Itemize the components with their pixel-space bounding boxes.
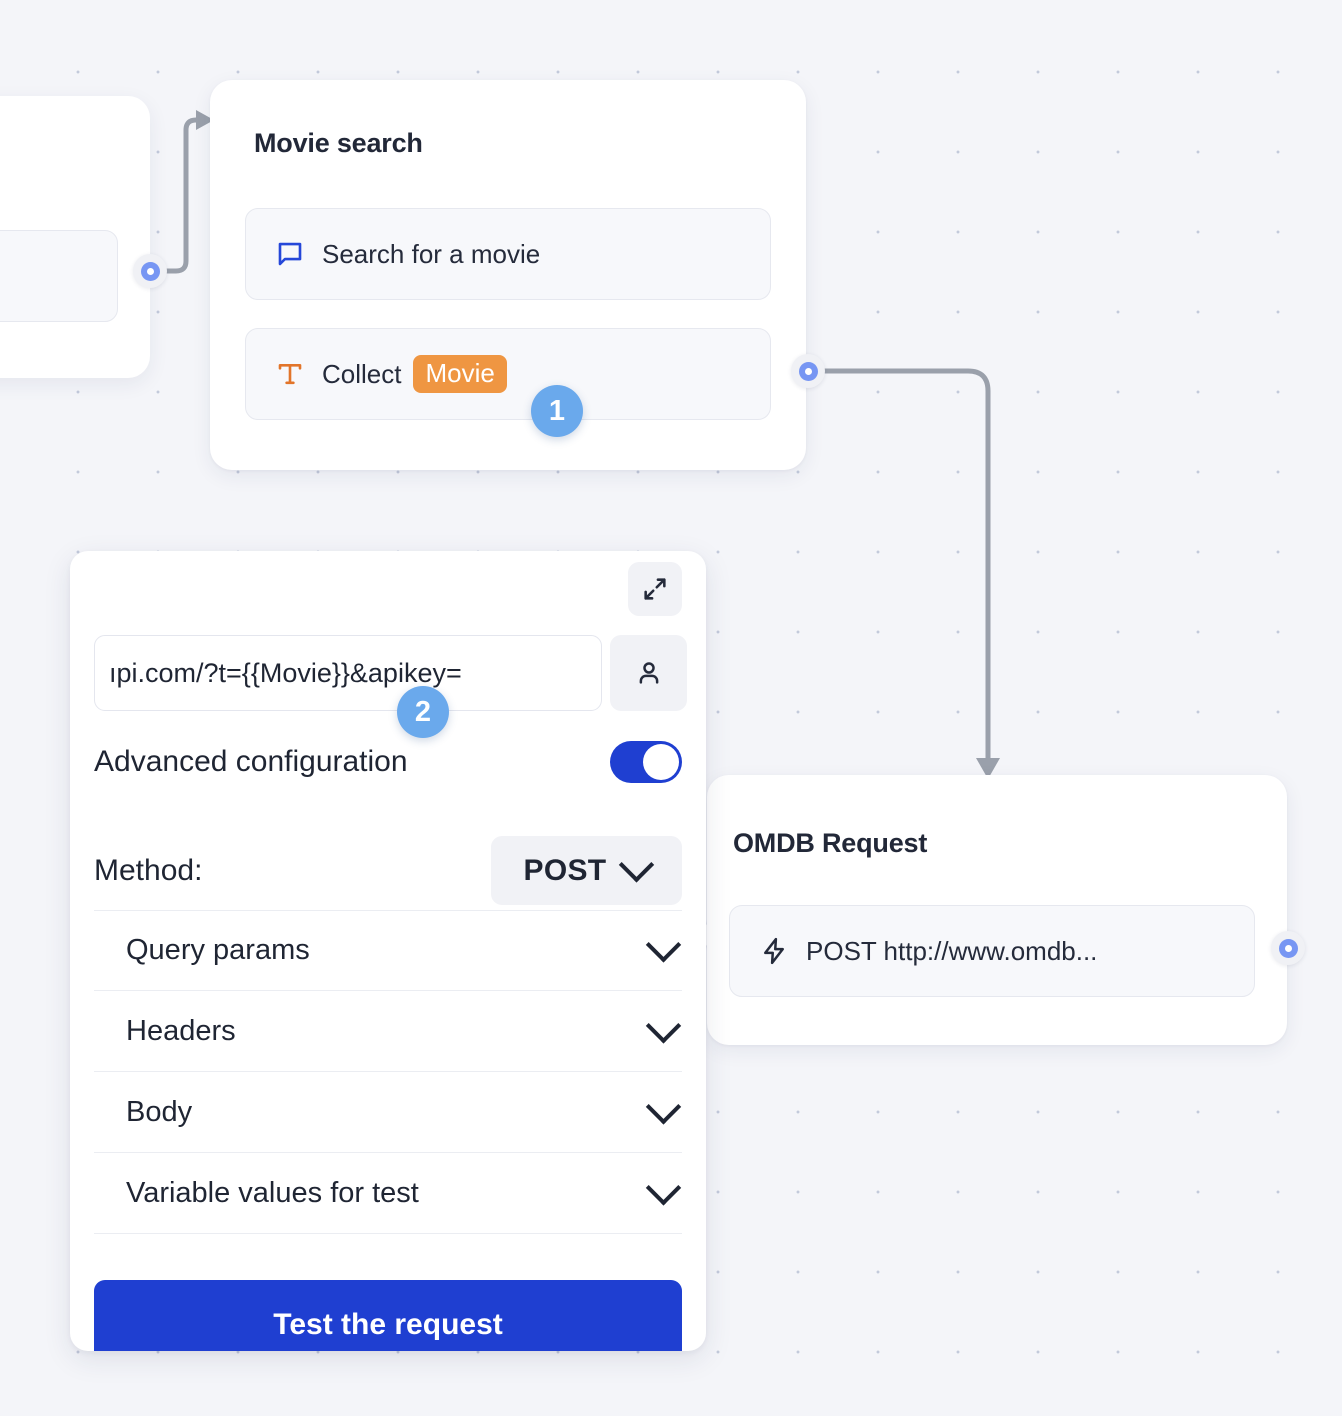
port-output-omdb-request[interactable] — [1271, 931, 1305, 965]
section-label: Headers — [126, 1014, 236, 1047]
partial-node-row[interactable] — [0, 230, 118, 322]
node-row-search-for-a-movie[interactable]: Search for a movie — [245, 208, 771, 300]
step-badge-2: 2 — [397, 686, 449, 738]
test-the-request-button[interactable]: Test the request — [94, 1280, 682, 1351]
url-row — [94, 635, 687, 711]
advanced-configuration-row: Advanced configuration — [94, 741, 682, 783]
method-label: Method: — [94, 853, 203, 887]
section-variable-values-for-test[interactable]: Variable values for test — [94, 1153, 682, 1234]
request-config-panel[interactable]: Advanced configuration Method: POST Quer… — [70, 551, 706, 1351]
section-label: Query params — [126, 934, 310, 966]
node-movie-search[interactable]: Movie search Search for a movie Collect … — [210, 80, 806, 470]
toggle-knob — [643, 744, 679, 780]
step-badge-1: 1 — [531, 385, 583, 437]
node-omdb-request[interactable]: OMDB Request POST http://www.omdb... — [707, 775, 1287, 1045]
lightning-bolt-icon — [759, 936, 789, 966]
node-row-label: Search for a movie — [322, 238, 541, 269]
text-t-icon — [275, 359, 305, 389]
chevron-down-icon[interactable] — [645, 927, 682, 963]
section-label: Variable values for test — [126, 1176, 419, 1209]
node-row-post-request[interactable]: POST http://www.omdb... — [729, 905, 1255, 997]
node-title-movie-search: Movie search — [254, 128, 423, 158]
expand-diagonal-icon[interactable] — [628, 562, 682, 616]
port-output-left-card[interactable] — [133, 254, 167, 288]
method-row: Method: POST — [94, 836, 682, 905]
method-select[interactable]: POST — [491, 836, 682, 905]
node-row-label: Collect — [322, 358, 402, 389]
port-output-movie-search[interactable] — [791, 354, 825, 388]
node-title-omdb-request: OMDB Request — [733, 828, 928, 858]
section-label: Body — [126, 1095, 193, 1128]
config-sections: Query params Headers Body Variable value… — [94, 910, 682, 1234]
advanced-configuration-toggle[interactable] — [610, 741, 682, 783]
node-row-collect-movie[interactable]: Collect Movie — [245, 328, 771, 420]
chevron-down-icon[interactable] — [645, 1169, 682, 1206]
node-row-label: POST http://www.omdb... — [806, 935, 1098, 966]
section-query-params[interactable]: Query params — [94, 910, 682, 991]
port-ring-icon — [798, 361, 818, 381]
section-headers[interactable]: Headers — [94, 991, 682, 1072]
port-ring-icon — [140, 261, 160, 281]
method-value: POST — [523, 853, 607, 887]
chevron-down-icon[interactable] — [645, 1088, 682, 1125]
speech-bubble-icon — [275, 239, 305, 269]
chevron-down-icon[interactable] — [645, 1007, 682, 1044]
advanced-configuration-label: Advanced configuration — [94, 745, 408, 778]
chevron-down-icon — [619, 847, 655, 883]
variable-chip-movie[interactable]: Movie — [413, 354, 507, 394]
section-body[interactable]: Body — [94, 1072, 682, 1153]
port-ring-icon — [1278, 938, 1298, 958]
request-url-input[interactable] — [94, 635, 602, 711]
person-icon[interactable] — [610, 635, 687, 711]
